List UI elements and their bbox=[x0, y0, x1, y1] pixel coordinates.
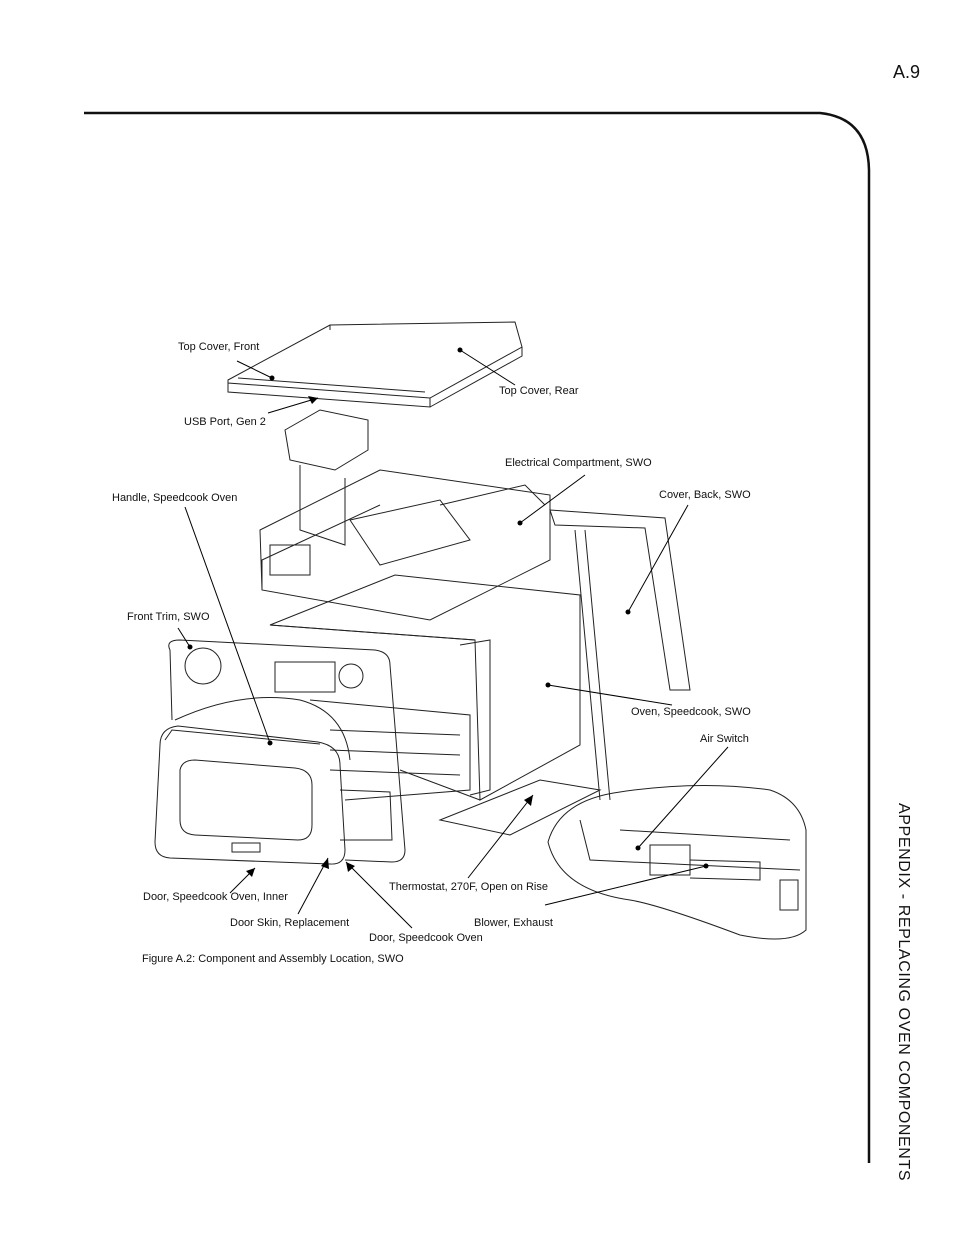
door-drawing bbox=[154, 725, 346, 865]
label-cover-back: Cover, Back, SWO bbox=[659, 489, 751, 501]
front-trim-drawing bbox=[168, 639, 471, 863]
label-door-skin: Door Skin, Replacement bbox=[230, 917, 350, 929]
label-top-cover-rear: Top Cover, Rear bbox=[499, 385, 579, 397]
leader-lines bbox=[177, 349, 729, 929]
electrical-drawing bbox=[259, 409, 551, 621]
oven-body-drawing bbox=[269, 574, 602, 836]
label-usb-port: USB Port, Gen 2 bbox=[184, 416, 266, 428]
label-top-cover-front: Top Cover, Front bbox=[178, 341, 260, 353]
label-blower: Blower, Exhaust bbox=[474, 917, 553, 929]
label-door-inner: Door, Speedcook Oven, Inner bbox=[143, 891, 288, 903]
label-door: Door, Speedcook Oven bbox=[369, 932, 483, 944]
back-cover-drawing bbox=[549, 509, 691, 801]
label-front-trim: Front Trim, SWO bbox=[127, 611, 210, 623]
label-thermostat: Thermostat, 270F, Open on Rise bbox=[389, 881, 548, 893]
label-air-switch: Air Switch bbox=[700, 733, 749, 745]
label-electrical-compartment: Electrical Compartment, SWO bbox=[505, 457, 652, 469]
label-oven: Oven, Speedcook, SWO bbox=[631, 706, 751, 718]
label-handle: Handle, Speedcook Oven bbox=[112, 492, 238, 504]
page-number: A.9 bbox=[893, 62, 921, 82]
leader-points bbox=[187, 347, 709, 877]
inset-detail-drawing bbox=[547, 784, 807, 940]
figure-caption: Figure A.2: Component and Assembly Locat… bbox=[142, 953, 404, 965]
top-cover-drawing bbox=[227, 321, 523, 408]
